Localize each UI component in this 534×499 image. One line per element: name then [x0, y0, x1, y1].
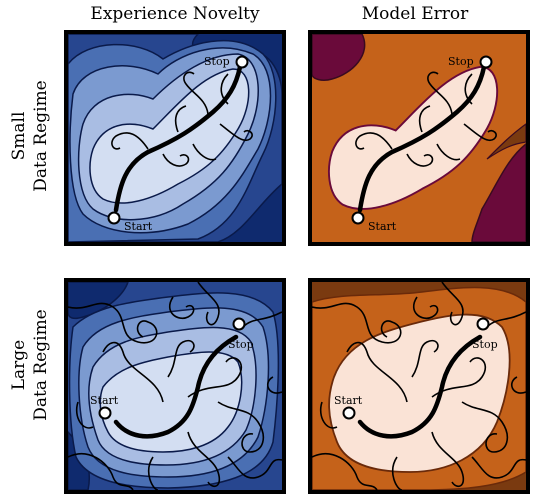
panel-error-large: Start Stop — [308, 278, 530, 494]
branch-path — [148, 456, 159, 490]
error-level-0 — [312, 34, 366, 81]
stop-label: Stop — [448, 55, 474, 68]
start-label: Start — [368, 220, 397, 233]
stop-label: Stop — [472, 338, 498, 351]
branch-path — [111, 132, 149, 150]
row-title-small-line1: Small — [9, 111, 29, 161]
row-title-large-line2: Data Regime — [31, 309, 51, 421]
stop-marker — [232, 317, 246, 331]
error-level-0 — [471, 143, 526, 242]
trajectory-path — [357, 64, 487, 213]
branch-path — [412, 296, 439, 319]
error-small-contour-map: Start Stop — [312, 34, 526, 242]
start-marker — [98, 406, 112, 420]
branch-path — [187, 431, 221, 488]
branch-path — [217, 401, 265, 453]
branch-path — [486, 311, 526, 328]
start-marker — [351, 211, 365, 225]
branch-path — [427, 71, 453, 115]
branch-path — [168, 296, 195, 319]
trajectory-path — [357, 334, 483, 439]
branch-path — [102, 341, 164, 403]
branch-path — [346, 341, 408, 403]
error-large-contour-map: Start Stop — [312, 282, 526, 490]
branch-path — [406, 153, 434, 167]
row-title-large-line1: Large — [9, 339, 29, 391]
branch-path — [162, 153, 190, 167]
branch-path — [471, 456, 526, 479]
novelty-small-contour-map: Start Stop — [68, 34, 282, 242]
branch-path — [312, 302, 402, 344]
stop-marker — [235, 55, 249, 69]
start-marker — [107, 211, 121, 225]
branch-path — [167, 339, 195, 378]
branch-path — [192, 143, 217, 161]
branch-path — [461, 401, 509, 453]
row-title-large-data-regime: Large Data Regime — [8, 275, 52, 455]
branch-path — [510, 376, 526, 394]
contour-level-5 — [99, 351, 243, 453]
column-title-experience-novelty: Experience Novelty — [90, 4, 260, 24]
row-title-small-line2: Data Regime — [31, 80, 51, 192]
start-label: Start — [334, 394, 363, 407]
branch-path — [183, 71, 209, 115]
branch-path — [463, 123, 497, 142]
branch-path — [431, 357, 487, 398]
stop-marker — [479, 55, 493, 69]
branch-path — [418, 105, 431, 133]
stop-label: Stop — [204, 55, 230, 68]
start-marker — [342, 406, 356, 420]
exploration-branches — [312, 282, 526, 490]
trajectory-path — [113, 64, 243, 213]
stop-label: Stop — [228, 338, 254, 351]
row-title-small-data-regime: Small Data Regime — [8, 46, 52, 226]
branch-path — [319, 401, 338, 429]
stop-marker — [476, 317, 490, 331]
branch-path — [187, 357, 243, 398]
branch-path — [197, 282, 220, 326]
branch-path — [266, 376, 282, 394]
panel-error-small: Start Stop — [308, 30, 530, 246]
branch-path — [242, 311, 282, 328]
branch-path — [227, 456, 282, 479]
branch-path — [431, 431, 465, 488]
branch-path — [174, 105, 187, 133]
start-label: Start — [90, 394, 119, 407]
exploration-branches — [68, 282, 282, 490]
branch-path — [75, 401, 94, 429]
contour-level-0 — [68, 282, 129, 320]
panel-novelty-large: Start Stop — [64, 278, 286, 494]
branch-path — [68, 302, 158, 344]
branch-path — [355, 132, 393, 150]
branch-path — [441, 282, 464, 326]
start-label: Start — [124, 220, 153, 233]
branch-path — [411, 339, 439, 378]
column-title-model-error: Model Error — [361, 4, 469, 24]
exploration-branches — [111, 71, 253, 167]
branch-path — [219, 123, 253, 142]
trajectory-path — [113, 334, 239, 439]
novelty-large-contour-map: Start Stop — [68, 282, 282, 490]
branch-path — [68, 452, 134, 490]
error-level-1 — [486, 123, 526, 160]
panel-novelty-small: Start Stop — [64, 30, 286, 246]
branch-path — [392, 456, 403, 490]
branch-path — [312, 452, 378, 490]
branch-path — [436, 143, 461, 161]
